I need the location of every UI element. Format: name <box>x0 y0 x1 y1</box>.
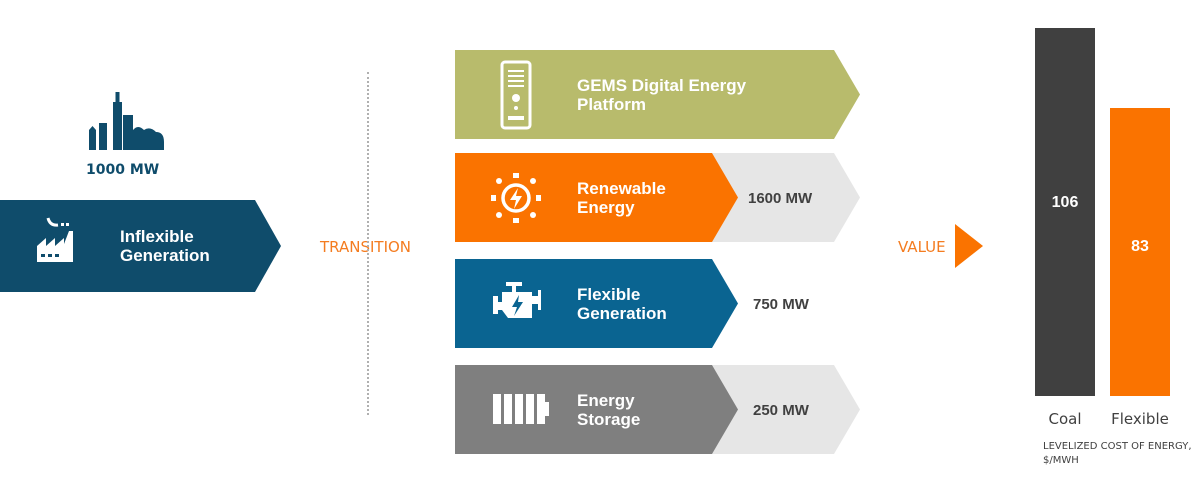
gems-platform-label: GEMS Digital Energy Platform <box>577 76 747 114</box>
renewable-capacity: 1600 MW <box>748 190 813 207</box>
transition-label: TRANSITION <box>320 238 412 256</box>
value-label: VALUE <box>898 238 946 256</box>
energy-storage-arrow <box>455 365 738 454</box>
server-icon <box>500 60 532 130</box>
storage-capacity: 250 MW <box>753 402 809 419</box>
engine-icon <box>493 282 541 318</box>
battery-icon <box>493 394 549 424</box>
flexible-capacity: 750 MW <box>753 296 809 313</box>
value-arrow-icon <box>955 224 983 268</box>
bar-coal <box>1035 28 1095 396</box>
category-label: Coal <box>1048 410 1082 428</box>
solar-power-icon <box>491 173 541 223</box>
renewable-energy-label: Renewable Energy <box>577 179 666 217</box>
bar-flexible <box>1110 107 1170 396</box>
inflexible-generation-label: Inflexible Generation <box>120 227 210 265</box>
current-capacity: 1000 MW <box>86 162 160 178</box>
chart-caption: LEVELIZED COST OF ENERGY, $/MWH <box>1043 441 1192 466</box>
city-icon <box>89 92 164 150</box>
divider <box>367 72 369 415</box>
flexible-generation-label: Flexible Generation <box>577 285 667 323</box>
bar-value-label: 106 <box>1051 193 1079 211</box>
gems-platform-arrow <box>455 50 860 139</box>
bar-value-label: 83 <box>1131 237 1149 255</box>
factory-icon <box>37 217 73 262</box>
energy-storage-label: Energy Storage <box>577 391 641 429</box>
category-label: Flexible <box>1111 410 1169 428</box>
